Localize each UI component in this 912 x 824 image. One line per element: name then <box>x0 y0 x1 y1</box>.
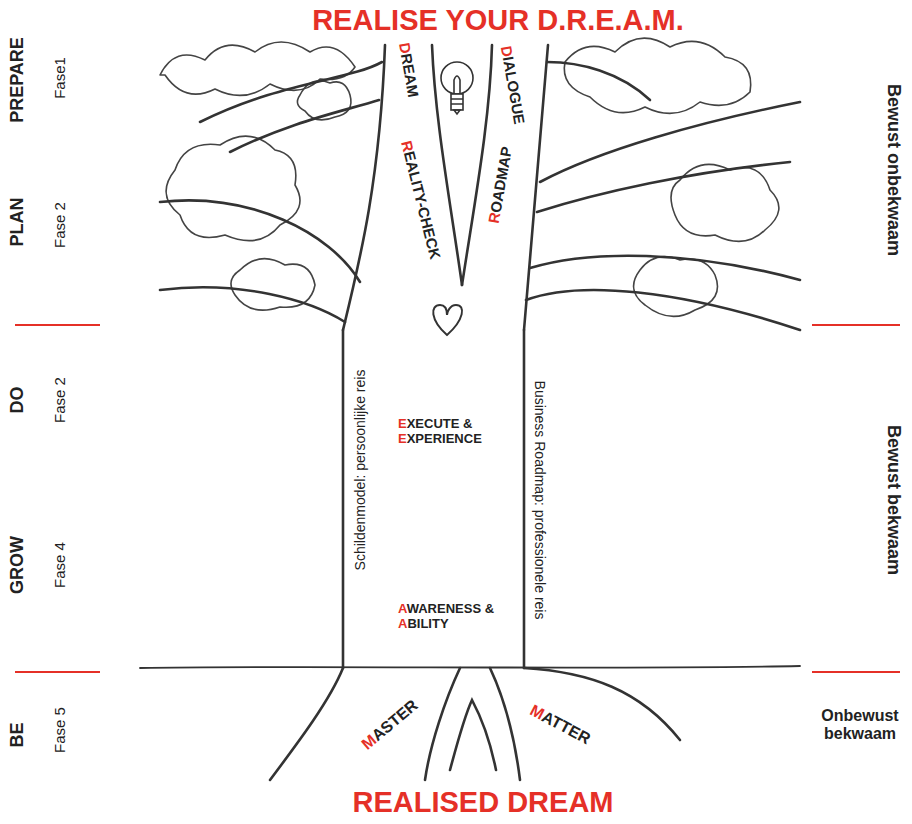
leaf-cluster <box>634 257 718 317</box>
bulb-glass <box>441 62 473 94</box>
branch-line <box>160 287 345 322</box>
divider-line <box>15 324 100 326</box>
root-line <box>490 668 520 780</box>
branch-line <box>530 256 800 280</box>
root-line <box>425 668 460 780</box>
step-label: ROADMAP <box>485 145 515 224</box>
phase-number: Fase1 <box>51 57 68 99</box>
phase-number: Fase 2 <box>51 377 68 423</box>
branch-line <box>200 62 382 122</box>
initial-letter: R <box>398 139 417 154</box>
competence-level: Bewust onbekwaam <box>884 84 905 256</box>
lightbulb-icon <box>441 62 473 114</box>
bulb-thread <box>451 99 463 114</box>
step-label: REALITY-CHECK <box>398 139 444 261</box>
step-label: DIALOGUE <box>498 45 529 126</box>
heart-symbol <box>433 305 462 335</box>
initial-letter: M <box>358 731 379 753</box>
phase-dividers <box>15 325 900 672</box>
diagram-caption: REALISED DREAM <box>352 786 613 819</box>
root-line <box>450 700 496 770</box>
initial-letter: A <box>398 601 407 616</box>
divider-line <box>15 671 100 673</box>
divider-line <box>812 324 900 326</box>
phase-number: Fase 4 <box>51 542 68 588</box>
leaf-cluster <box>160 42 355 95</box>
initial-letter: E <box>398 431 407 446</box>
initial-letter: E <box>398 416 407 431</box>
limb-line <box>524 45 548 330</box>
divider-line <box>812 671 900 673</box>
trunk-line <box>523 330 526 668</box>
phase-name: PLAN <box>7 198 28 247</box>
phase-name: BE <box>7 722 28 747</box>
branch-line <box>526 290 800 330</box>
ground-line <box>140 666 800 668</box>
root-label: MATTER <box>527 702 593 749</box>
journey-label: Schildenmodel: persoonlijke reis <box>352 370 368 571</box>
trunk-line <box>342 330 345 668</box>
phase-name: GROW <box>7 536 28 594</box>
phase-number: Fase 2 <box>51 202 68 248</box>
initial-letter: A <box>398 616 407 631</box>
competence-level: Bewust bekwaam <box>884 425 905 575</box>
initial-letter: D <box>498 45 517 59</box>
root-label: MASTER <box>358 696 422 754</box>
step-label: DREAM <box>396 41 423 98</box>
tree-outline <box>140 45 800 780</box>
bulb-base <box>451 94 463 110</box>
branch-line <box>540 102 800 182</box>
branch-line <box>537 162 790 212</box>
phase-number: Fase 5 <box>51 707 68 753</box>
phase-name: PREPARE <box>7 37 28 123</box>
branch-line <box>160 200 360 282</box>
limb-line <box>343 45 385 330</box>
bulb-filament <box>454 76 460 94</box>
step-label: EXECUTE & EXPERIENCE <box>398 417 502 447</box>
branch-line <box>230 100 379 152</box>
step-label: AWARENESS & ABILITY <box>398 602 502 632</box>
initial-letter: M <box>527 702 547 723</box>
phase-name: DO <box>7 387 28 414</box>
diagram-title: REALISE YOUR D.R.E.A.M. <box>312 4 684 37</box>
competence-level: Onbewust bekwaam <box>812 707 908 744</box>
initial-letter: R <box>485 211 504 225</box>
leaf-cluster <box>564 38 750 113</box>
initial-letter: D <box>396 41 415 55</box>
branch-line <box>547 62 650 100</box>
leaf-cluster <box>297 81 351 120</box>
journey-label: Business Roadmap: professionele reis <box>532 381 548 620</box>
root-line <box>270 668 343 780</box>
